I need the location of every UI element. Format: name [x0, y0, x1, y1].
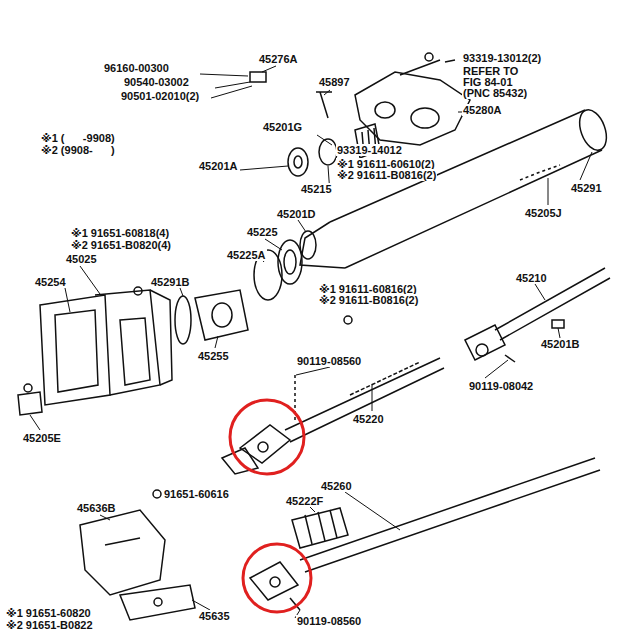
- callout-number: ※1 91651-60818(4): [70, 227, 170, 239]
- callout-number: 96160-00300: [103, 62, 170, 74]
- callout-number: ※2 (9908- ): [40, 144, 116, 156]
- callout-number: 91651-60616: [163, 488, 230, 500]
- callout-number: ※1 ( -9908): [40, 132, 116, 144]
- callout-number: 45215: [300, 183, 333, 195]
- callout-number: 90540-03002: [123, 76, 190, 88]
- callout-number: 90501-02010(2): [120, 90, 200, 102]
- callout-number: 45201D: [276, 208, 317, 220]
- callout-number: 45220: [352, 413, 385, 425]
- callout-number: 45025: [65, 253, 98, 265]
- callout-number: 45276A: [258, 53, 299, 65]
- callout-number: ※2 91651-B0820(4): [70, 239, 172, 251]
- callout-number: 45280A: [462, 104, 503, 116]
- callout-number: 45636B: [76, 502, 117, 514]
- callout-number: (PNC 85432): [462, 87, 528, 99]
- callout-number: 45201B: [540, 338, 581, 350]
- callout-number: 45205J: [524, 207, 563, 219]
- callout-number: 45210: [515, 272, 548, 284]
- callout-number: 45201A: [198, 160, 239, 172]
- callout-number: ※1 91651-60820: [5, 607, 92, 619]
- callout-number: 45255: [197, 350, 230, 362]
- callout-number: 45201G: [262, 121, 303, 133]
- callout-number: 90119-08560: [296, 615, 362, 627]
- callout-number: 45225: [246, 226, 279, 238]
- callout-number: 90119-08560: [296, 355, 362, 367]
- callout-number: 45222F: [285, 495, 324, 507]
- callout-number: ※2 91611-B0816(2): [318, 294, 419, 306]
- callout-number: 93319-14012: [336, 144, 403, 156]
- callout-number: 45225A: [226, 249, 267, 261]
- callout-number: 45254: [34, 276, 67, 288]
- callout-number: 45897: [318, 76, 351, 88]
- callout-number: 45635: [198, 610, 231, 622]
- callout-number: 45260: [320, 480, 353, 492]
- callout-number: 45291B: [150, 276, 191, 288]
- callout-number: 45291: [570, 182, 603, 194]
- callout-number: 90119-08042: [468, 380, 534, 392]
- callout-number: 45205E: [22, 432, 62, 444]
- callout-number: 93319-13012(2): [462, 52, 542, 64]
- callout-number: ※2 91651-B0822: [5, 619, 94, 631]
- callout-number: ※2 91611-B0816(2): [336, 169, 437, 181]
